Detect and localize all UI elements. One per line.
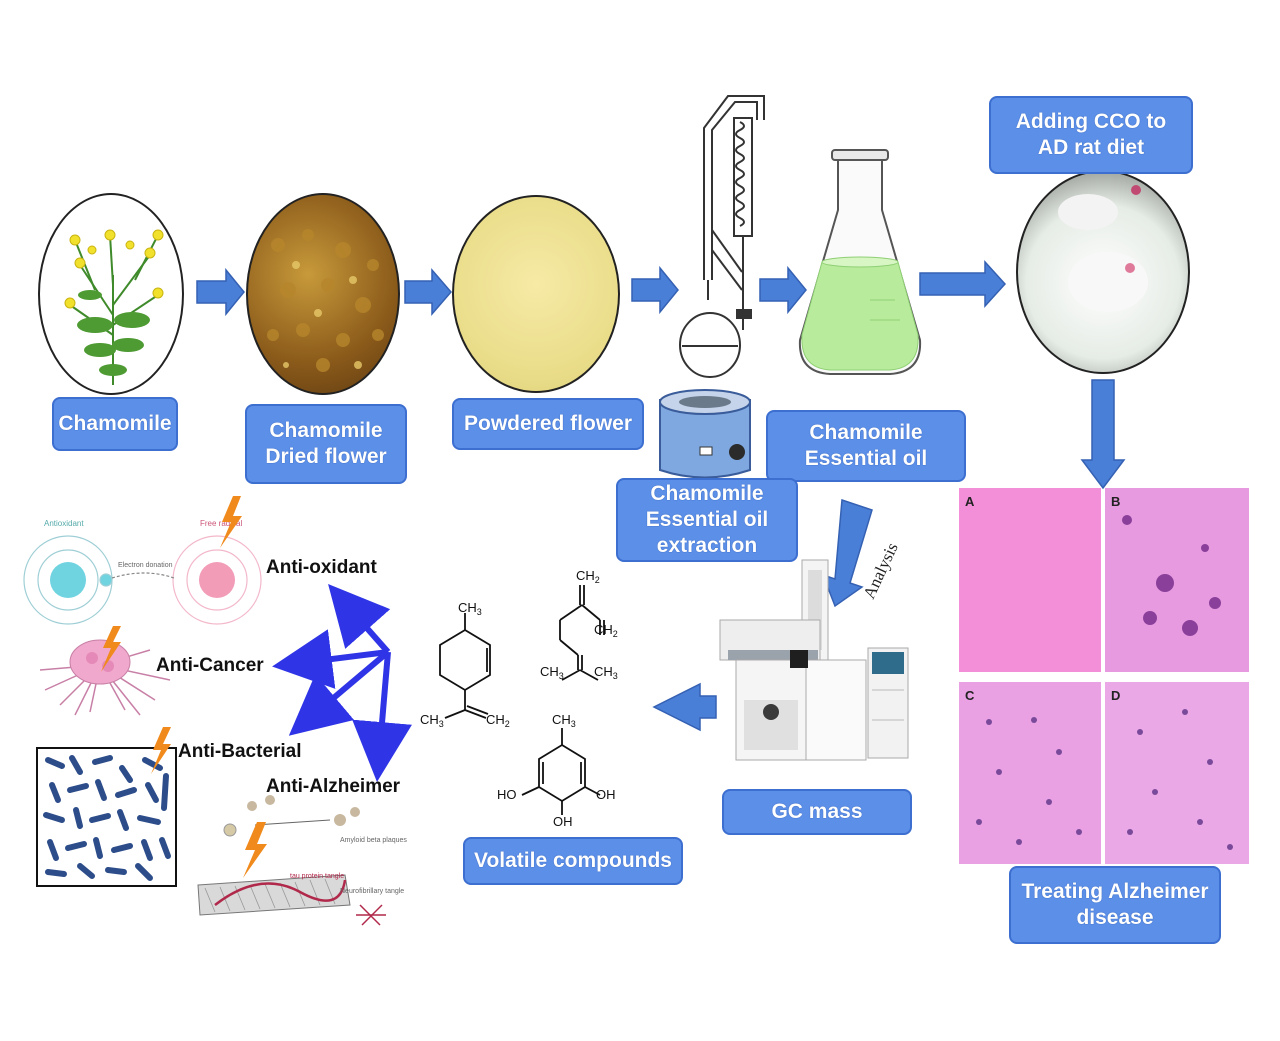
limonene-structure [439,613,491,719]
activity-anti-oxidant: Anti-oxidant [266,557,377,578]
erlenmeyer-flask-icon [798,149,922,375]
label-chamomile: Chamomile [52,397,178,451]
label-powdered-flower: Powdered flower [452,398,644,450]
myrcene-ch3-label: CH3 [540,664,564,681]
label-adding-cco: Adding CCO to AD rat diet [989,96,1193,174]
alzheimer-illustration [197,795,386,926]
panel-label-c: C [965,688,975,703]
panel-label-b: B [1111,494,1121,509]
activity-anti-bacterial: Anti-Bacterial [178,741,302,762]
activity-anti-cancer: Anti-Cancer [156,655,264,676]
panel-label-d: D [1111,688,1121,703]
tau-tangle-small-label: tau protein tangle [290,873,344,880]
myrcene-ch2-label: CH2 [576,568,600,585]
histology-panel-a: A [959,488,1101,672]
antioxidant-illustration [23,535,262,625]
neurofibrillary-small-label: Neurofibrillary tangle [340,888,404,895]
activity-arrows [272,583,412,782]
analysis-label: Analysis [859,540,901,602]
free-radical-small-label: Free radical [200,519,242,528]
bacteria-illustration [36,747,177,887]
label-gc-mass: GC mass [722,789,912,835]
dried-flower-image [246,193,400,395]
powdered-flower-image [452,195,620,393]
electron-donation-small-label: Electron donation [118,562,173,569]
chamomile-plant-image [38,193,184,395]
myrcene-ch3-label-2: CH3 [594,664,618,681]
label-treating-alzheimer: Treating Alzheimer disease [1009,866,1221,944]
flow-arrows [196,260,1126,732]
cancer-cell-illustration [39,639,171,716]
lightning-icons [101,496,267,878]
limonene-ch2-label: CH2 [486,712,510,729]
distillation-apparatus-icon [679,95,765,378]
label-volatile-compounds: Volatile compounds [463,837,683,885]
phloroglucinol-structure [521,728,601,815]
label-essential-oil: Chamomile Essential oil [766,410,966,482]
histology-panel-d: D [1105,682,1249,864]
panel-label-a: A [965,494,975,509]
amyloid-small-label: Amyloid beta plaques [340,837,407,844]
limonene-ch3-label: CH3 [458,600,482,617]
label-dried-flower: Chamomile Dried flower [245,404,407,484]
heating-mantle-icon [659,389,751,479]
myrcene-structure [559,585,605,681]
limonene-ch3-label-2: CH3 [420,712,444,729]
myrcene-ch2-label-2: CH2 [594,622,618,639]
histology-panel-c: C [959,682,1101,864]
rat-image [1016,170,1190,374]
phloroglucinol-ch3-label: CH3 [552,712,576,729]
oh-label-2: OH [553,814,573,829]
ho-label: HO [497,787,517,802]
label-extraction: Chamomile Essential oil extraction [616,478,798,562]
oh-label: OH [596,787,616,802]
antioxidant-small-label: Antioxidant [44,519,84,528]
activity-anti-alzheimer: Anti-Alzheimer [266,776,401,797]
gc-mass-instrument-icon [719,559,909,761]
histology-panel-b: B [1105,488,1249,672]
